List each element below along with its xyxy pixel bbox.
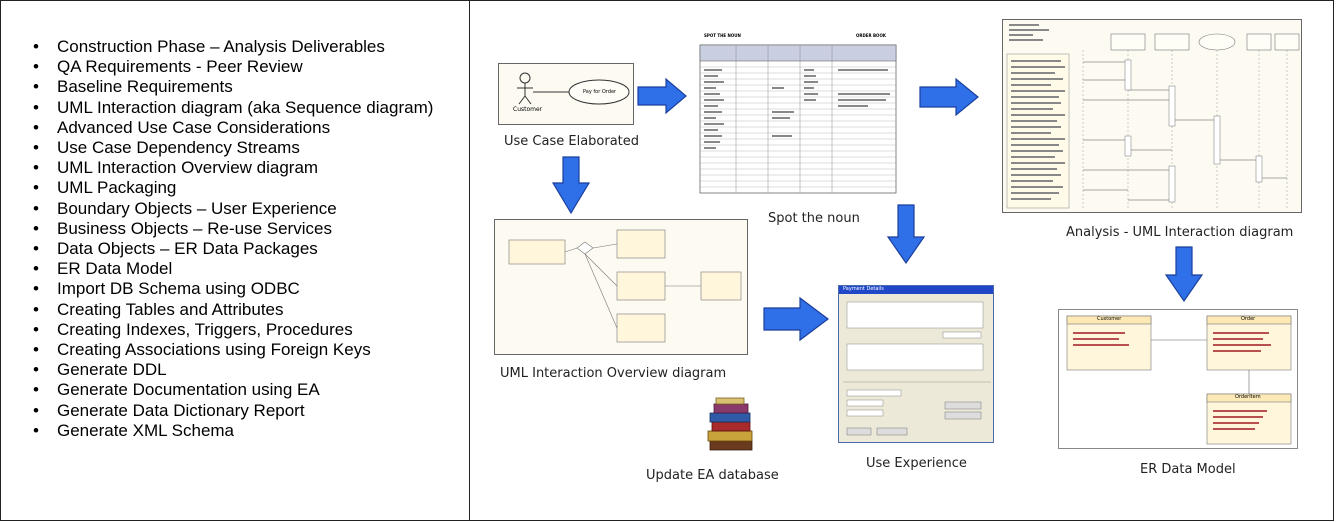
arrow-overview-to-ux: [763, 296, 829, 342]
overview-thumbnail: [494, 219, 748, 355]
use-case-thumbnail: Customer Pay for Order: [498, 63, 634, 125]
spot-noun-label: Spot the noun: [768, 211, 860, 226]
update-ea-label: Update EA database: [646, 468, 779, 483]
spot-noun-title: SPOT THE NOUN: [704, 33, 741, 38]
topic-list-item: Data Objects – ER Data Packages: [33, 239, 469, 259]
ux-window-title: Payment Details: [843, 286, 884, 292]
books-icon: [702, 397, 758, 455]
topic-list-item: Advanced Use Case Considerations: [33, 118, 469, 138]
topic-list: Construction Phase – Analysis Deliverabl…: [1, 1, 469, 441]
topic-list-item: QA Requirements - Peer Review: [33, 57, 469, 77]
topic-list-item: Generate DDL: [33, 360, 469, 380]
topic-list-panel: Construction Phase – Analysis Deliverabl…: [0, 0, 470, 521]
topic-list-item: Use Case Dependency Streams: [33, 138, 469, 158]
topic-list-item: UML Interaction diagram (aka Sequence di…: [33, 98, 469, 118]
arrow-noun-to-interaction: [919, 77, 979, 117]
topic-list-item: Business Objects – Re-use Services: [33, 219, 469, 239]
topic-list-item: Creating Tables and Attributes: [33, 300, 469, 320]
flow-arrows: [551, 77, 1204, 342]
overview-label: UML Interaction Overview diagram: [500, 366, 727, 381]
arrow-interaction-to-er: [1164, 246, 1204, 303]
arrow-usecase-to-noun: [637, 77, 687, 115]
spot-noun-title-right: ORDER BOOK: [856, 33, 886, 38]
spot-noun-thumbnail: SPOT THE NOUN ORDER BOOK: [692, 31, 904, 197]
use-case-label: Use Case Elaborated: [504, 134, 640, 149]
topic-list-item: Generate Data Dictionary Report: [33, 401, 469, 421]
arrow-usecase-to-overview: [551, 156, 591, 215]
topic-list-item: Construction Phase – Analysis Deliverabl…: [33, 37, 469, 57]
topic-list-item: UML Packaging: [33, 178, 469, 198]
ux-thumbnail: Payment Details: [838, 285, 994, 443]
arrow-noun-to-ux: [886, 204, 926, 265]
topic-list-item: Boundary Objects – User Experience: [33, 199, 469, 219]
actor-label: Customer: [513, 106, 543, 113]
er-entity-order: Order: [1241, 316, 1256, 322]
topic-list-item: Generate XML Schema: [33, 421, 469, 441]
topic-list-item: ER Data Model: [33, 259, 469, 279]
diagram-panel: Customer Pay for Order Use Case Elaborat…: [470, 0, 1334, 521]
topic-list-item: Baseline Requirements: [33, 77, 469, 97]
topic-list-item: UML Interaction Overview diagram: [33, 158, 469, 178]
interaction-label: Analysis - UML Interaction diagram: [1066, 225, 1294, 240]
er-entity-orderitem: OrderItem: [1235, 394, 1261, 400]
er-thumbnail: Customer Order OrderItem: [1058, 309, 1298, 449]
er-entity-customer: Customer: [1097, 316, 1122, 322]
topic-list-item: Creating Indexes, Triggers, Procedures: [33, 320, 469, 340]
ux-label: Use Experience: [866, 456, 967, 471]
topic-list-item: Generate Documentation using EA: [33, 380, 469, 400]
topic-list-item: Import DB Schema using ODBC: [33, 279, 469, 299]
er-label: ER Data Model: [1140, 462, 1236, 477]
interaction-thumbnail: [1002, 19, 1302, 213]
usecase-label: Pay for Order: [583, 89, 617, 95]
topic-list-item: Creating Associations using Foreign Keys: [33, 340, 469, 360]
